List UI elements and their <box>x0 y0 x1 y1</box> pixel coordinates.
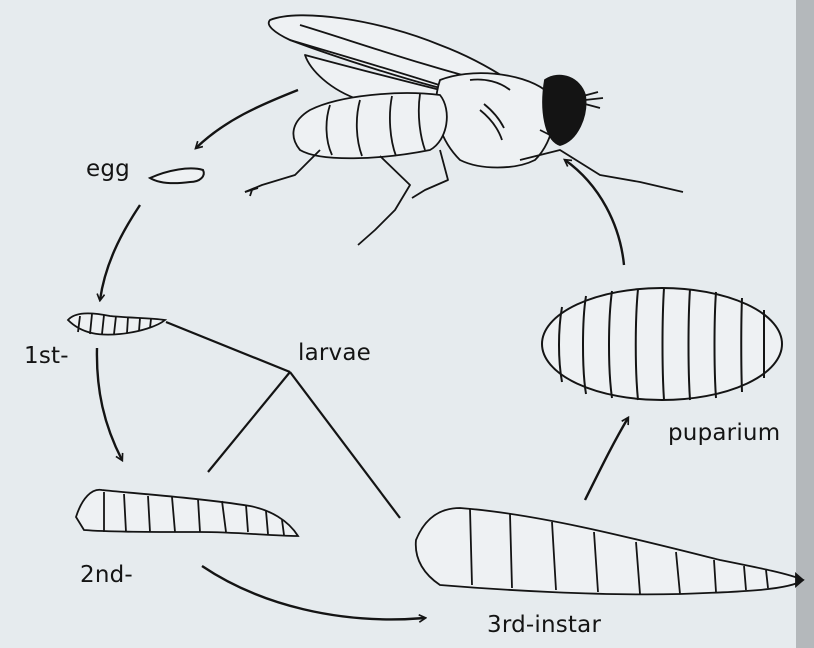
arrow-third-to-puparium <box>585 418 628 500</box>
third-instar-larva-icon <box>416 508 803 594</box>
label-second-instar: 2nd- <box>80 562 133 588</box>
arrow-puparium-to-fly <box>565 160 624 265</box>
first-instar-larva-icon <box>68 313 165 334</box>
arrow-second-to-third <box>202 566 425 619</box>
label-egg: egg <box>86 156 130 182</box>
second-instar-larva-icon <box>76 490 298 536</box>
arrow-first-to-second <box>97 348 122 460</box>
arrow-fly-to-egg <box>196 90 298 148</box>
puparium-icon <box>542 288 782 400</box>
label-third-instar: 3rd-instar <box>487 612 601 638</box>
page-shadow <box>796 0 814 648</box>
egg-icon <box>150 168 204 183</box>
arrow-egg-to-first <box>100 205 140 300</box>
label-larvae: larvae <box>298 340 371 366</box>
label-first-instar: 1st- <box>24 343 69 369</box>
label-puparium: puparium <box>668 420 780 446</box>
adult-fly-icon <box>245 15 683 245</box>
